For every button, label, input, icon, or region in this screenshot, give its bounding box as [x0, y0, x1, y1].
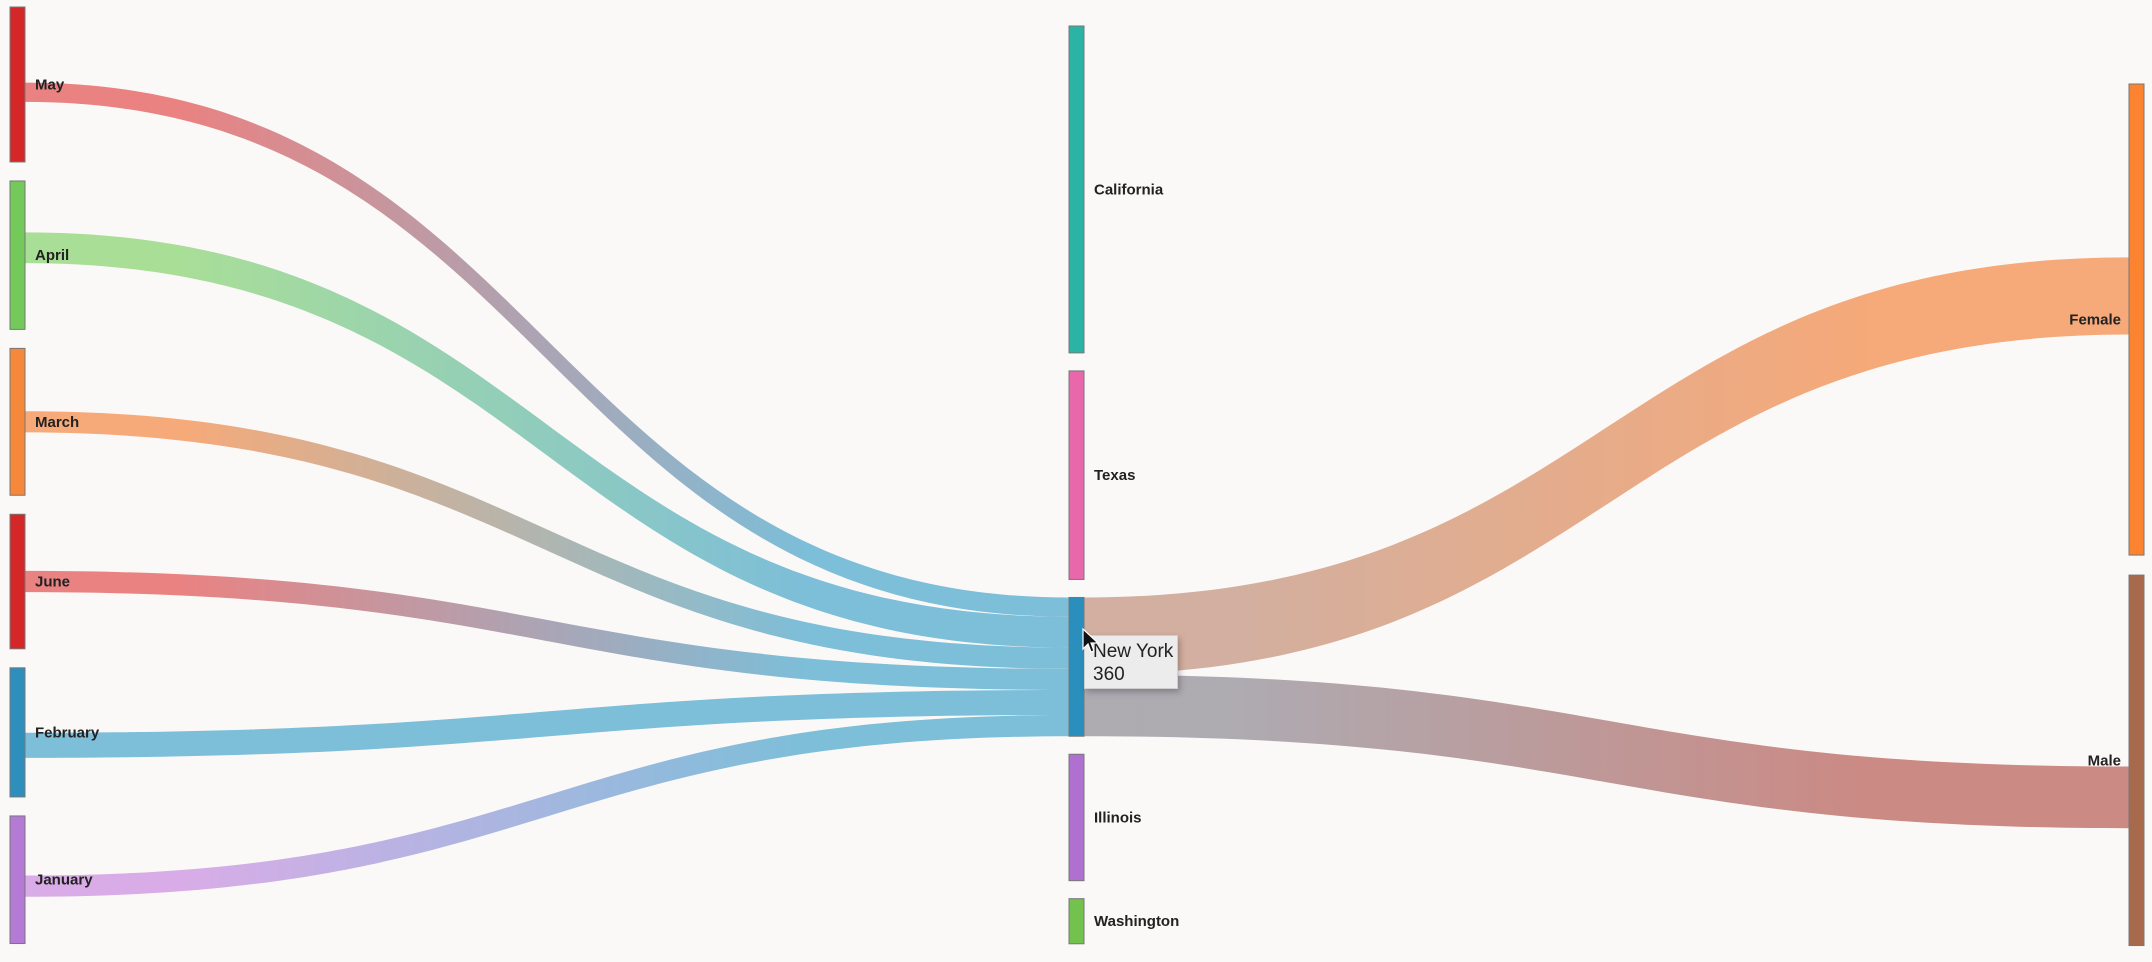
link-january-to-new-york[interactable]: [25, 715, 1069, 897]
node-female[interactable]: [2128, 83, 2145, 556]
node-may[interactable]: [9, 6, 26, 163]
node-label-texas: Texas: [1094, 467, 1135, 484]
tooltip: New York 360: [1084, 635, 1178, 689]
node-california[interactable]: [1068, 25, 1085, 354]
node-february[interactable]: [9, 667, 26, 798]
node-illinois[interactable]: [1068, 753, 1085, 882]
node-label-february: February: [35, 724, 100, 741]
node-label-may: May: [35, 76, 65, 93]
link-new-york-to-female[interactable]: [1084, 257, 2129, 675]
mouse-cursor-icon: [1082, 628, 1100, 653]
node-label-female: Female: [2069, 312, 2121, 329]
node-label-june: June: [35, 574, 70, 591]
tooltip-title: New York: [1093, 641, 1174, 662]
link-april-to-new-york[interactable]: [25, 232, 1069, 648]
node-june[interactable]: [9, 513, 26, 650]
node-label-washington: Washington: [1094, 913, 1179, 930]
link-may-to-new-york[interactable]: [25, 82, 1069, 617]
link-february-to-new-york[interactable]: [25, 689, 1069, 758]
links-layer: [25, 82, 2129, 897]
node-march[interactable]: [9, 347, 26, 496]
node-label-april: April: [35, 247, 69, 264]
node-label-january: January: [35, 872, 93, 889]
node-male[interactable]: [2128, 574, 2145, 947]
link-june-to-new-york[interactable]: [25, 570, 1069, 690]
node-april[interactable]: [9, 180, 26, 330]
link-march-to-new-york[interactable]: [25, 411, 1069, 669]
node-texas[interactable]: [1068, 370, 1085, 580]
node-label-march: March: [35, 414, 79, 431]
node-label-male: Male: [2088, 752, 2121, 769]
node-new-york[interactable]: [1068, 596, 1085, 737]
tooltip-value: 360: [1093, 664, 1125, 685]
node-label-illinois: Illinois: [1094, 809, 1142, 826]
node-january[interactable]: [9, 815, 26, 945]
link-new-york-to-male[interactable]: [1084, 674, 2129, 829]
node-washington[interactable]: [1068, 898, 1085, 945]
node-label-california: California: [1094, 181, 1164, 198]
